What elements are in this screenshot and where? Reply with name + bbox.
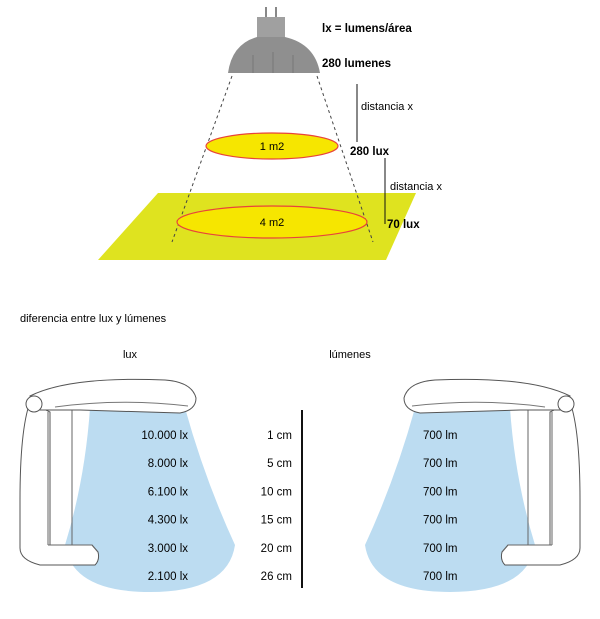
distance-markers — [356, 84, 386, 224]
ellipse-large-area — [176, 205, 368, 239]
lumens-value: 700 lm — [423, 458, 458, 470]
area-small-label: 1 m2 — [260, 141, 284, 153]
area-large-label: 4 m2 — [260, 217, 284, 229]
lumens-value: 700 lm — [423, 515, 458, 527]
right-desk-lamp-icon — [365, 378, 581, 592]
lux-far-label: 70 lux — [387, 219, 420, 231]
distance-label-2: distancia x — [390, 181, 442, 193]
lux-value: 3.000 lx — [148, 543, 189, 555]
distance-value: 1 cm — [267, 430, 292, 442]
comparison-rows: 10.000 lx 1 cm 700 lm 8.000 lx 5 cm 700 lm 6.1… — [141, 430, 457, 583]
light-cone-lines — [171, 75, 374, 243]
lux-value: 2.100 lx — [148, 571, 189, 583]
formula-label: lx = lumens/área — [322, 23, 412, 35]
lumens-value: 700 lm — [423, 571, 458, 583]
distance-label-1: distancia x — [361, 101, 413, 113]
lux-value: 6.100 lx — [148, 486, 189, 498]
distance-value: 5 cm — [267, 458, 292, 470]
lumens-header: lúmenes — [329, 349, 371, 361]
lux-value: 8.000 lx — [148, 458, 189, 470]
lumens-value: 700 lm — [423, 486, 458, 498]
spotlight-bulb-icon — [228, 7, 320, 73]
lumens-value: 700 lm — [423, 543, 458, 555]
lux-near-label: 280 lux — [350, 146, 390, 158]
lux-value: 10.000 lx — [141, 430, 188, 442]
distance-value: 26 cm — [261, 571, 292, 583]
distance-value: 15 cm — [261, 515, 292, 527]
distance-value: 20 cm — [261, 543, 292, 555]
lumens-value: 700 lm — [423, 430, 458, 442]
lux-header: lux — [123, 349, 138, 361]
left-desk-lamp-icon — [19, 378, 235, 592]
source-lumens-label: 280 lumenes — [322, 58, 391, 70]
section-title: diferencia entre lux y lúmenes — [20, 313, 167, 325]
distance-value: 10 cm — [261, 486, 292, 498]
lux-value: 4.300 lx — [148, 515, 189, 527]
ellipse-small-area — [205, 132, 339, 160]
